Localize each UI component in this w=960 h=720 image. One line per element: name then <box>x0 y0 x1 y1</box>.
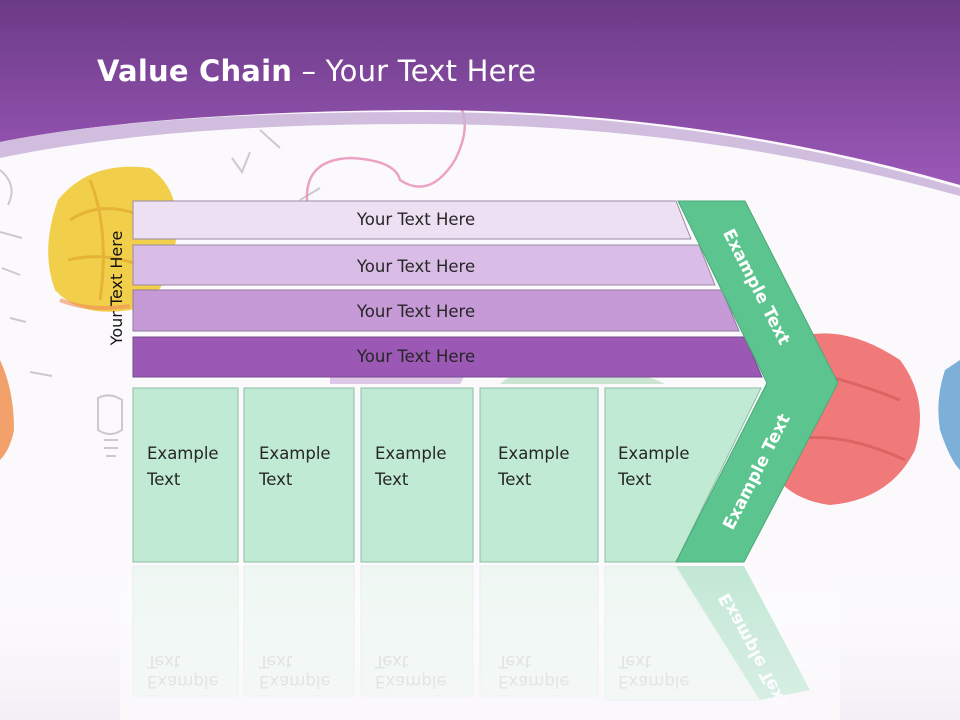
box-3-line1: Example <box>375 444 447 463</box>
bar-3: Your Text Here <box>132 289 740 332</box>
bar-4-shape <box>132 336 763 378</box>
box-3-line2: Text <box>374 470 409 489</box>
bar-4-label: Your Text Here <box>356 347 475 366</box>
bar-2-shape <box>132 244 716 286</box>
box-1-line2: Text <box>146 470 181 489</box>
box-5-line1: Example <box>618 444 690 463</box>
box-1-shape <box>132 387 239 563</box>
bar-3-label: Your Text Here <box>356 302 475 321</box>
bar-4: Your Text Here <box>132 336 763 378</box>
bar-1-label: Your Text Here <box>356 210 475 229</box>
box-5: Example Text <box>604 387 762 563</box>
box-4: Example Text <box>479 387 599 563</box>
bar-3-shape <box>132 289 740 332</box>
bar-2: Your Text Here <box>132 244 716 286</box>
box-1-line1: Example <box>147 444 219 463</box>
doodle-sketches <box>0 129 321 457</box>
box-1: Example Text <box>132 387 239 563</box>
bar-1: Your Text Here <box>132 200 692 240</box>
slide-title: Value Chain – Your Text Here <box>97 54 536 88</box>
box-3: Example Text <box>360 387 474 563</box>
box-4-shape <box>479 387 599 563</box>
header-band <box>0 0 960 185</box>
box-3-shape <box>360 387 474 563</box>
chevron-shape <box>675 200 839 563</box>
box-2-line1: Example <box>259 444 331 463</box>
bar-1-shape <box>132 200 692 240</box>
crumpled-paper-blue <box>938 360 960 470</box>
title-rest: – Your Text Here <box>292 54 537 88</box>
box-5-line2: Text <box>617 470 652 489</box>
pink-doodle-curve <box>305 109 467 211</box>
crumpled-paper-orange <box>0 360 14 460</box>
box-2-line2: Text <box>258 470 293 489</box>
box-4-line1: Example <box>498 444 570 463</box>
bar-2-label: Your Text Here <box>356 257 475 276</box>
side-label: Your Text Here <box>107 231 126 347</box>
box-2-shape <box>243 387 355 563</box>
box-4-line2: Text <box>497 470 532 489</box>
title-bold: Value Chain <box>97 54 293 88</box>
box-2: Example Text <box>243 387 355 563</box>
